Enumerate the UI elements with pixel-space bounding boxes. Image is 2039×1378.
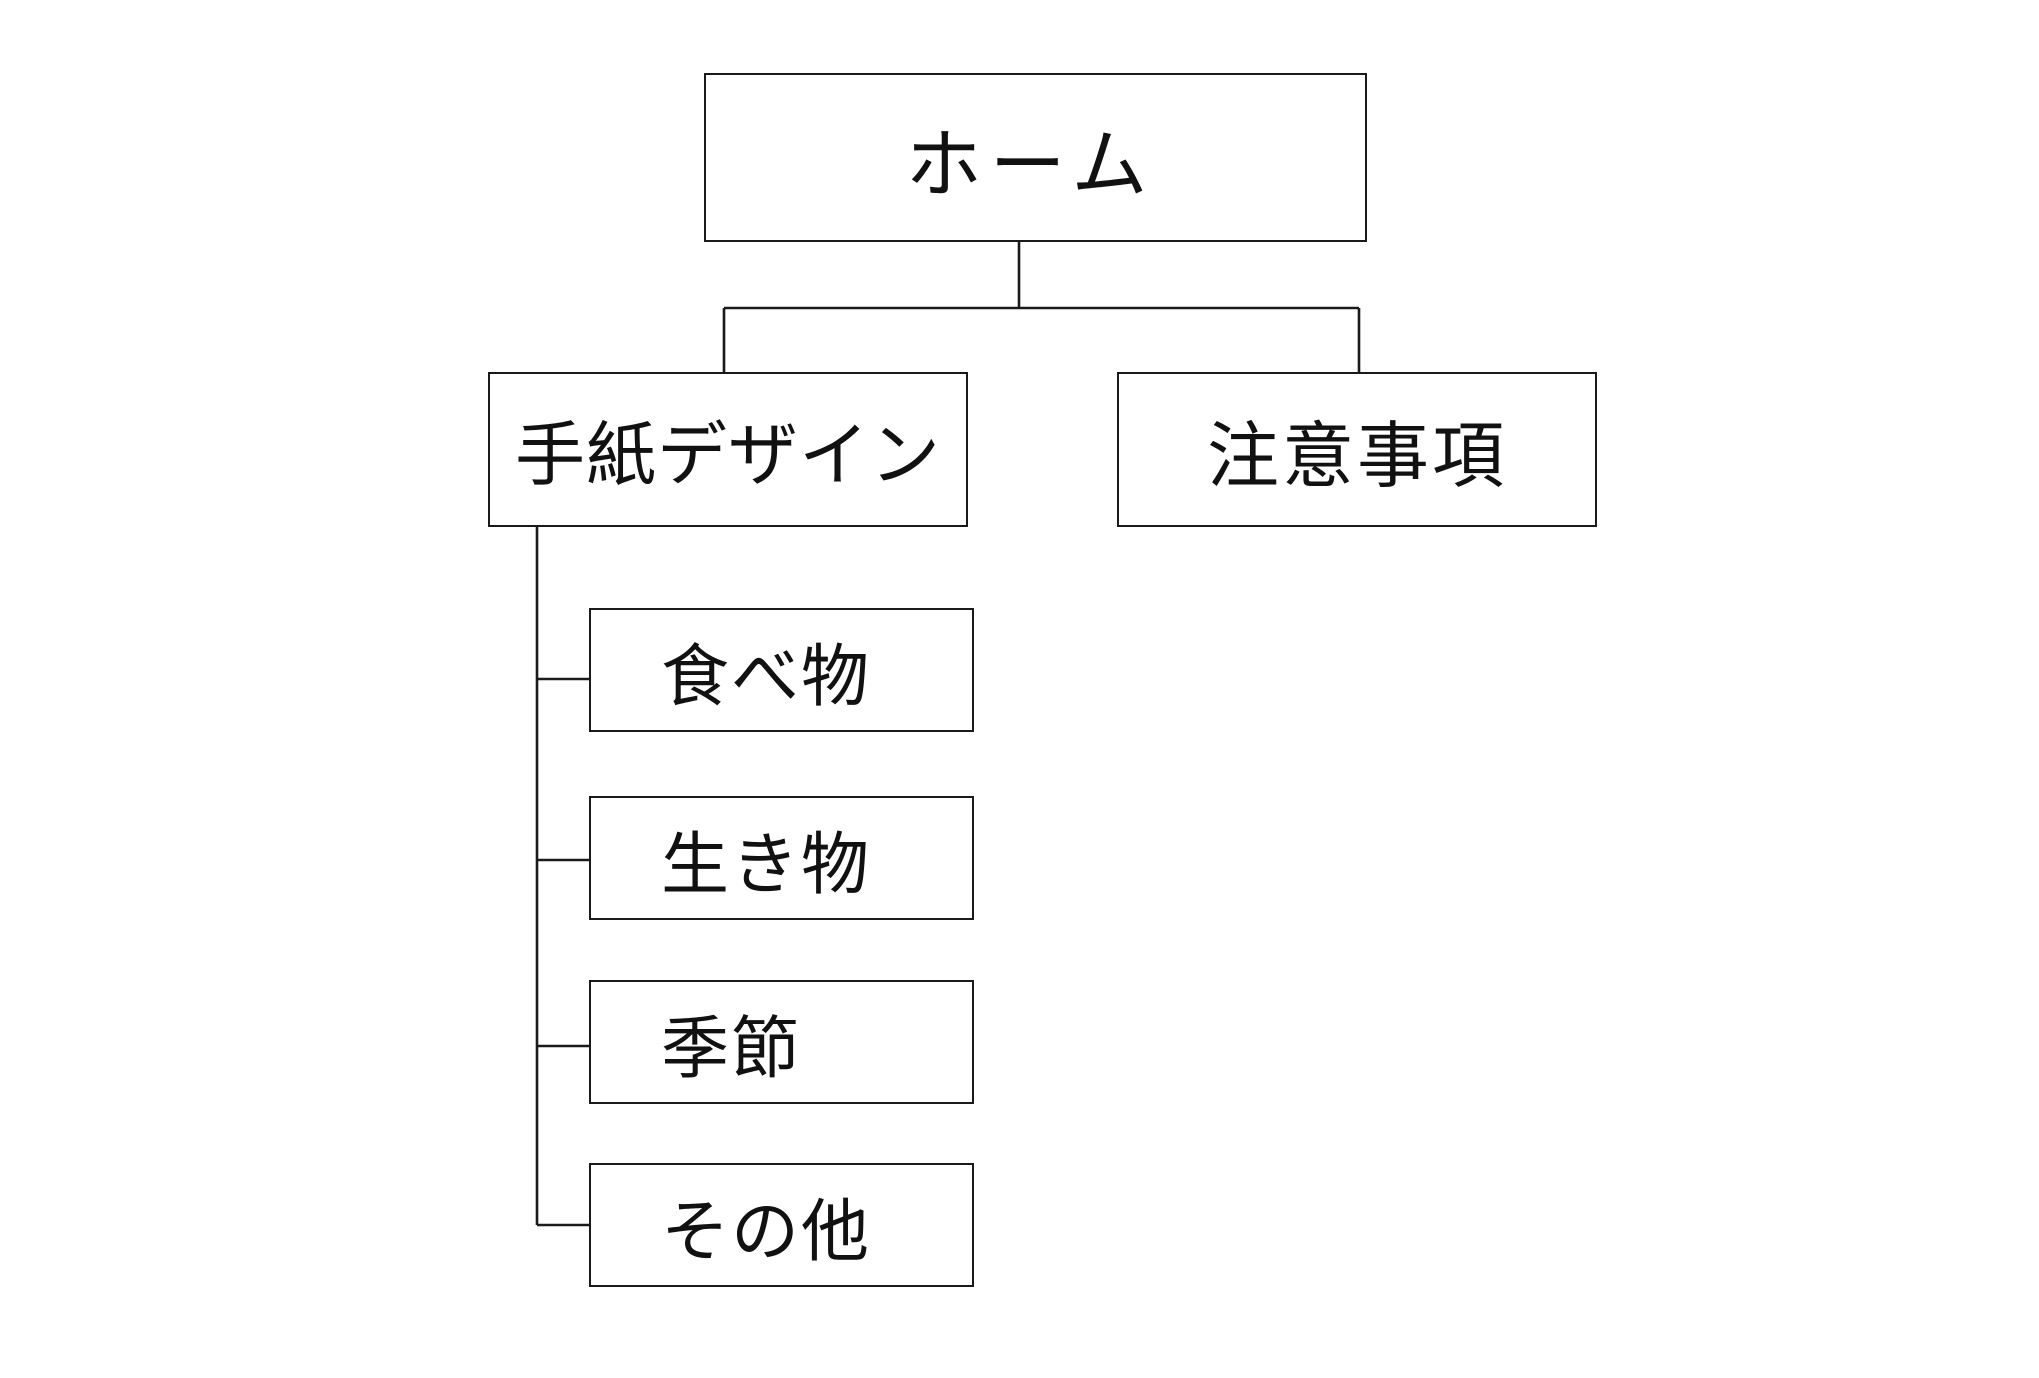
node-letter-design-label: 手紙デザイン (515, 414, 941, 496)
node-notes: 注意事項 (1117, 372, 1597, 527)
node-other-label: その他 (661, 1192, 872, 1272)
node-notes-label: 注意事項 (1206, 414, 1507, 498)
node-seasons: 季節 (589, 980, 974, 1104)
node-food: 食べ物 (589, 608, 974, 732)
node-home: ホーム (704, 73, 1367, 242)
node-food-label: 食べ物 (661, 637, 872, 717)
node-animals-label: 生き物 (661, 825, 872, 905)
node-seasons-label: 季節 (661, 1009, 802, 1089)
node-animals: 生き物 (589, 796, 974, 920)
node-other: その他 (589, 1163, 974, 1287)
node-letter-design: 手紙デザイン (488, 372, 968, 527)
node-home-label: ホーム (905, 119, 1156, 209)
